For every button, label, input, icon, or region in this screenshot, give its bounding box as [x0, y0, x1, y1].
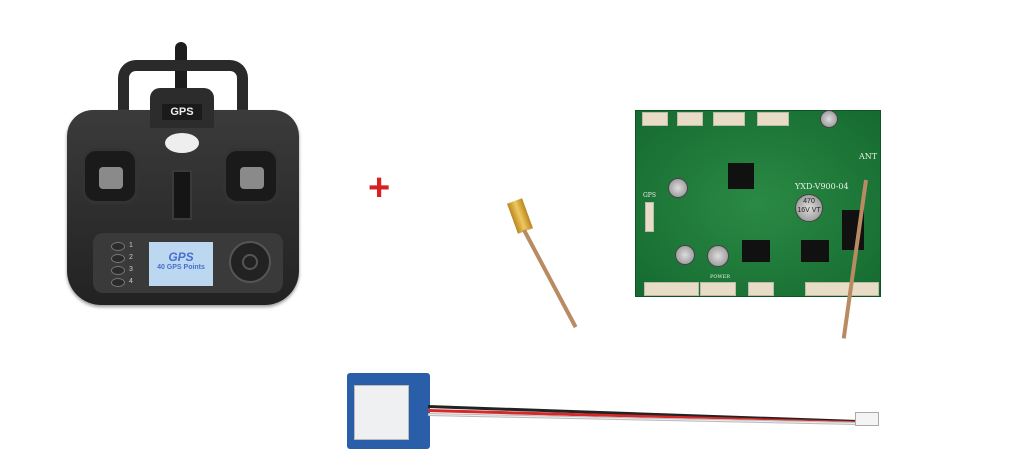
gps-connector: [645, 202, 654, 232]
capacitor-470: 470 16V VT: [795, 194, 823, 222]
dpad: [229, 241, 271, 283]
pcb: [635, 110, 881, 297]
power-label: POWER: [710, 274, 731, 280]
ic: [801, 240, 829, 262]
button-4: [111, 278, 125, 287]
gps-label: GPS: [162, 104, 202, 120]
connector: [713, 112, 745, 126]
button-2: [111, 254, 125, 263]
sma-connector: [507, 198, 533, 234]
capacitor: [668, 178, 688, 198]
power-switch: [172, 170, 192, 220]
capacitor: [707, 245, 729, 267]
capacitor: [820, 110, 838, 128]
button-label: 1: [129, 242, 133, 249]
button-label: 2: [129, 254, 133, 261]
gps-shield: [354, 385, 409, 440]
screen-text: 40 GPS Points: [157, 264, 205, 271]
connector: [677, 112, 703, 126]
mcu-chip: [728, 163, 754, 189]
plus-sign: +: [368, 167, 391, 209]
button-label: 4: [129, 278, 133, 285]
button-label: 3: [129, 266, 133, 273]
right-joystick: [223, 148, 279, 204]
gps-label: GPS: [643, 192, 656, 199]
connector: [644, 282, 699, 296]
connector: [700, 282, 736, 296]
indicator-light: [165, 133, 199, 153]
lcd-screen: GPS 40 GPS Points: [149, 242, 213, 286]
button-3: [111, 266, 125, 275]
model-label: YXD-V900-04: [795, 182, 849, 191]
ic: [742, 240, 770, 262]
connector: [642, 112, 668, 126]
connector: [757, 112, 789, 126]
wire-plug: [855, 412, 879, 426]
antenna-cable: [522, 229, 578, 329]
connector: [805, 282, 879, 296]
ant-label: ANT: [859, 152, 878, 161]
left-joystick: [82, 148, 138, 204]
screen-logo: GPS: [168, 250, 194, 264]
carry-handle: [118, 60, 248, 140]
connector: [748, 282, 774, 296]
capacitor: [675, 245, 695, 265]
button-1: [111, 242, 125, 251]
